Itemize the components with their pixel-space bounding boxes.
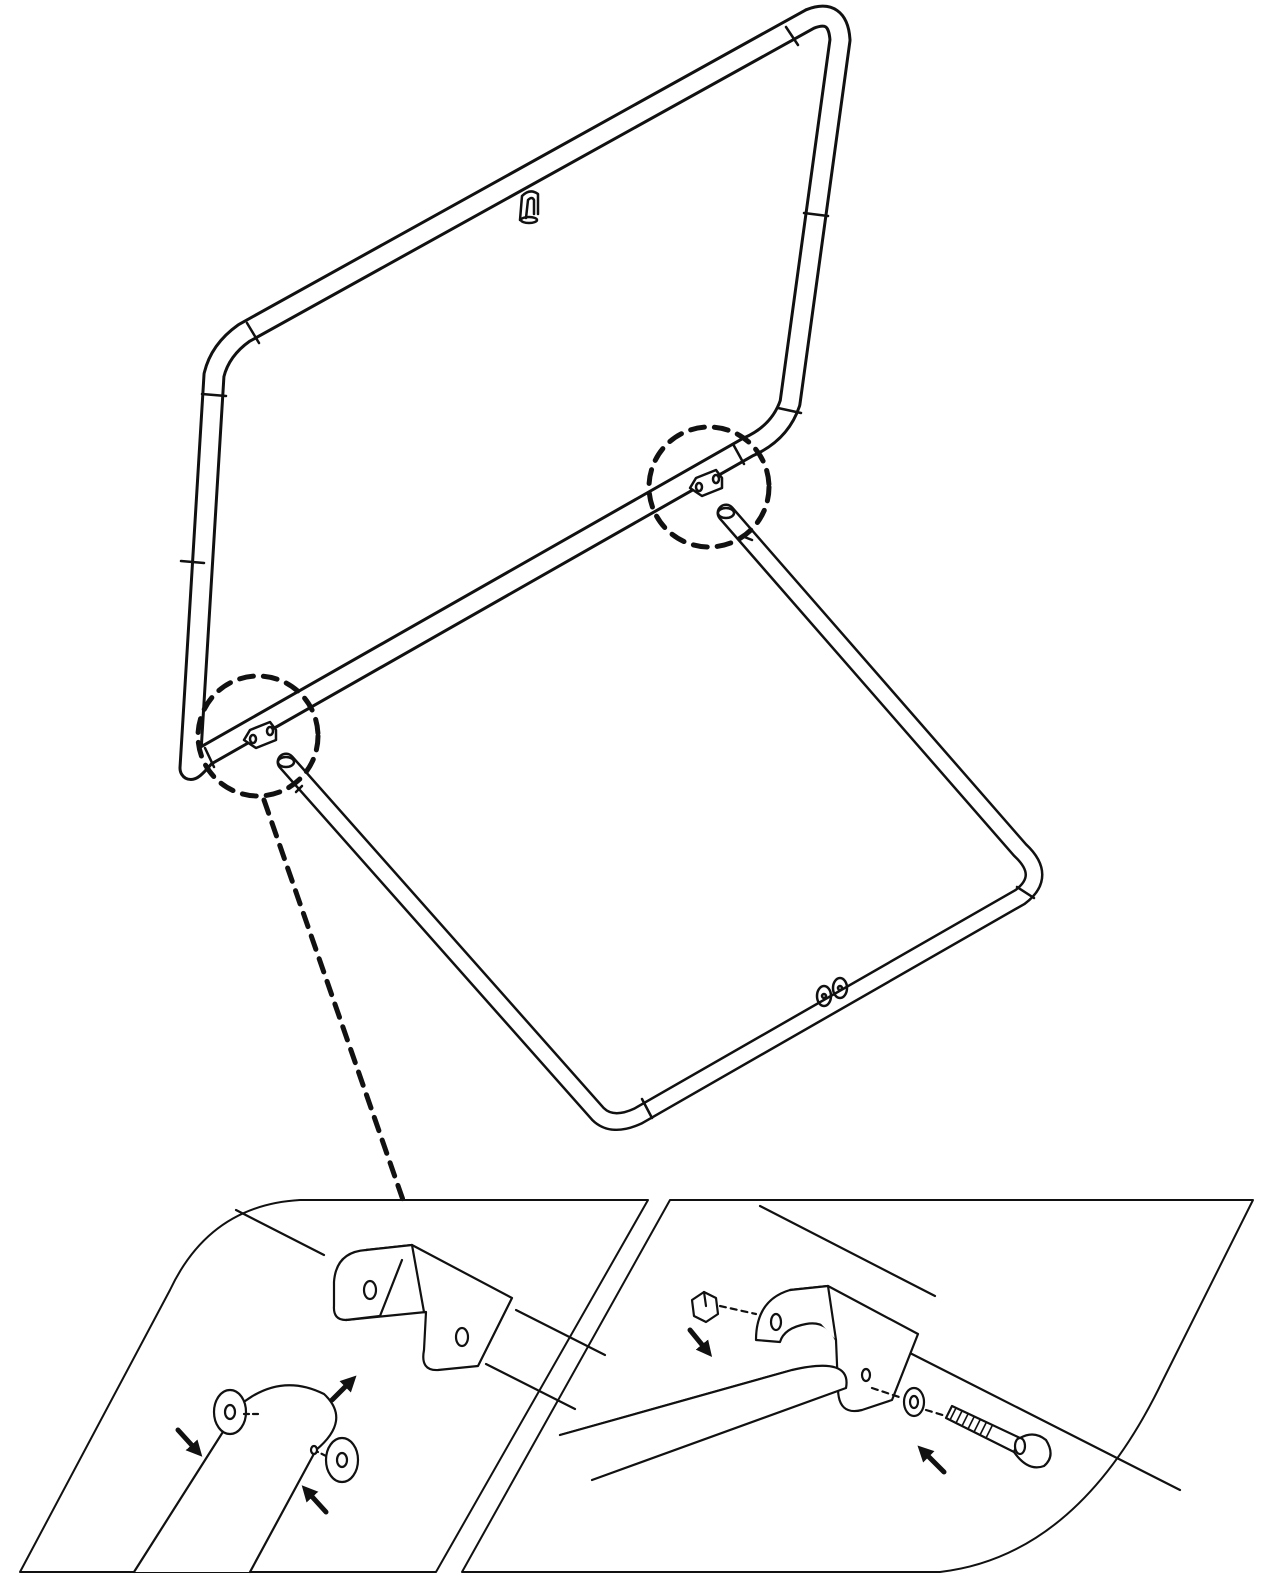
upper-frame: [178, 4, 852, 781]
arrow-down-right-icon: [175, 1427, 203, 1457]
detail-rod: [132, 1384, 338, 1574]
upper-frame-tube-fill: [181, 7, 849, 778]
lower-frame-joints: [294, 534, 1036, 1120]
hinge-bracket-left: [242, 720, 278, 750]
lower-frame-tube: [276, 503, 1044, 1131]
detail-panel-right: [558, 1204, 1182, 1492]
arrow-up-right-icon: [329, 1375, 357, 1403]
callout-circle-right: [646, 424, 772, 550]
arrow-down-right-icon: [687, 1327, 713, 1357]
upper-frame-joints: [179, 25, 830, 769]
lock-nut: [690, 1290, 758, 1324]
hinge-bracket-right: [688, 468, 724, 498]
callout-leader: [261, 797, 406, 1203]
threaded-bolt: [944, 1404, 1052, 1469]
lock-washer: [870, 1386, 948, 1418]
lower-frame-tab: [815, 976, 849, 1008]
lower-frame-end-left: [276, 755, 296, 769]
callout-circles: [195, 424, 772, 1203]
lower-frame-end-right: [716, 506, 736, 520]
lower-frame: [276, 503, 1044, 1131]
detail-hinge-bracket: [332, 1243, 514, 1372]
detail-panel-outlines: [19, 1199, 1254, 1573]
arrow-up-left-icon: [917, 1445, 947, 1475]
detail-panel-left: [132, 1208, 607, 1574]
detail-rod-assembled: [558, 1364, 848, 1482]
lower-frame-tube-fill: [279, 506, 1041, 1129]
arrow-up-left-icon: [301, 1485, 329, 1515]
upper-frame-tab: [518, 190, 540, 225]
washer-right: [308, 1436, 360, 1484]
detail-panel-right-frame: [461, 1199, 1254, 1573]
upper-frame-tube: [178, 4, 852, 781]
detail-panel-left-frame: [19, 1199, 649, 1573]
callout-circle-left: [195, 673, 321, 799]
washer-left: [212, 1388, 264, 1436]
